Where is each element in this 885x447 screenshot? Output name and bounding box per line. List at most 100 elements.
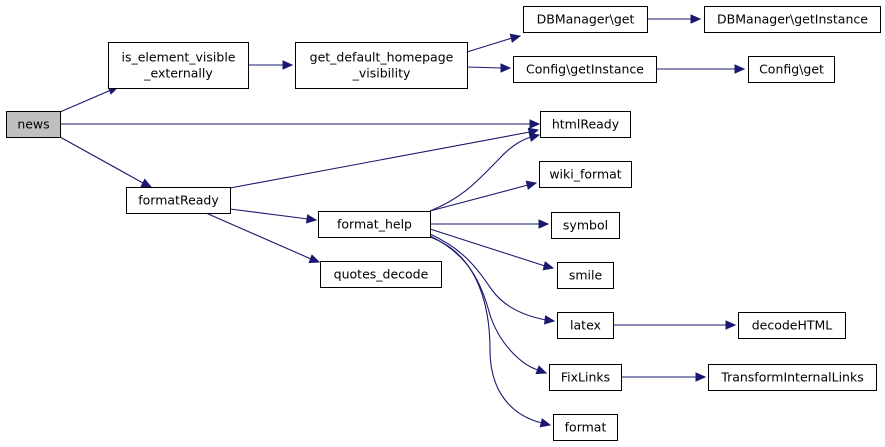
- edge-line: [466, 37, 513, 53]
- edge-line: [229, 208, 309, 220]
- node-box: [6, 111, 61, 138]
- node-fixlinks[interactable]: FixLinks: [549, 364, 622, 391]
- node-label: DBManager\get: [537, 12, 635, 27]
- node-box: [748, 56, 835, 83]
- node-box: [320, 261, 442, 288]
- arrowhead: [535, 365, 548, 375]
- node-label: get_default_homepage: [310, 50, 454, 65]
- edge-line: [429, 136, 532, 212]
- node-box: [557, 262, 614, 289]
- arrowhead: [528, 132, 541, 142]
- node-label: latex: [570, 318, 601, 333]
- node-box: [708, 364, 877, 391]
- arrowhead: [539, 418, 552, 428]
- edge-news-to-formatready: [59, 136, 153, 188]
- node-is-element-visible-externally[interactable]: is_element_visible_externally: [108, 42, 249, 89]
- node-dbmanager-getinstance[interactable]: DBManager\getInstance: [704, 6, 881, 33]
- edge-config_getinstance-to-config_get: [656, 64, 746, 74]
- edges-layer: [59, 14, 746, 428]
- node-config-get[interactable]: Config\get: [748, 56, 835, 83]
- arrowhead: [695, 372, 707, 382]
- arrowhead: [140, 178, 153, 188]
- node-wiki-format[interactable]: wiki_format: [539, 161, 632, 188]
- edge-news-to-is_element_visible_externally: [59, 85, 120, 113]
- node-htmlready[interactable]: htmlReady: [540, 111, 631, 138]
- node-format[interactable]: format: [553, 414, 618, 441]
- edge-format_help-to-fixlinks: [429, 235, 548, 375]
- node-dbmanager-get[interactable]: DBManager\get: [523, 6, 648, 33]
- edge-get_default_homepage_visibility-to-dbmanager_get: [466, 33, 522, 53]
- edge-line: [59, 136, 144, 184]
- node-box: [295, 42, 468, 89]
- arrowhead: [725, 320, 737, 330]
- node-label: Config\get: [759, 62, 824, 77]
- arrowhead: [525, 180, 538, 190]
- arrowhead: [542, 261, 555, 271]
- node-transforminternallinks[interactable]: TransformInternalLinks: [708, 364, 877, 391]
- nodes-layer: news is_element_visible_externally get_def…: [6, 6, 881, 441]
- edge-fixlinks-to-transforminternallinks: [621, 372, 707, 382]
- edge-format_help-to-latex: [429, 233, 556, 325]
- edge-format_help-to-htmlready: [429, 132, 541, 212]
- node-label: format_help: [337, 217, 412, 232]
- node-label: _visibility: [352, 66, 411, 81]
- edge-dbmanager_get-to-dbmanager_getinstance: [647, 14, 702, 24]
- node-get-default-homepage-visibility[interactable]: get_default_homepage_visibility: [295, 42, 468, 89]
- node-label: DBManager\getInstance: [717, 12, 868, 27]
- arrowhead: [690, 14, 702, 24]
- arrowhead: [282, 60, 294, 70]
- arrowhead: [734, 64, 746, 74]
- edge-line: [429, 233, 547, 321]
- arrowhead: [529, 119, 541, 129]
- node-latex[interactable]: latex: [557, 312, 614, 339]
- arrowhead: [308, 254, 321, 264]
- edge-format_help-to-symbol: [430, 219, 550, 229]
- edge-latex-to-decodehtml: [613, 320, 737, 330]
- edge-line: [429, 184, 529, 212]
- edge-format_help-to-wiki_format: [429, 180, 538, 212]
- edge-formatready-to-format_help: [229, 208, 318, 224]
- arrowhead: [543, 315, 556, 325]
- node-label: formatReady: [138, 193, 219, 208]
- node-label: symbol: [563, 218, 608, 233]
- node-label: news: [17, 117, 49, 132]
- edge-line: [429, 228, 546, 267]
- node-box: [539, 161, 632, 188]
- edge-formatready-to-quotes_decode: [205, 212, 321, 264]
- node-quotes-decode[interactable]: quotes_decode: [320, 261, 442, 288]
- node-box: [523, 6, 648, 33]
- node-label: format: [565, 420, 607, 435]
- node-box: [557, 312, 614, 339]
- node-symbol[interactable]: symbol: [551, 212, 620, 239]
- node-box: [553, 414, 618, 441]
- arrowhead: [509, 33, 522, 43]
- node-label: smile: [569, 268, 603, 283]
- node-label: htmlReady: [552, 117, 620, 132]
- node-label: TransformInternalLinks: [720, 370, 863, 385]
- node-decodehtml[interactable]: decodeHTML: [738, 312, 846, 339]
- node-format-help[interactable]: format_help: [318, 211, 431, 238]
- edge-line: [429, 235, 539, 371]
- edge-formatready-to-htmlready: [229, 127, 540, 189]
- edge-format_help-to-format: [429, 236, 552, 428]
- node-box: [551, 212, 620, 239]
- node-box: [738, 312, 846, 339]
- edge-line: [466, 66, 503, 69]
- node-label: quotes_decode: [334, 267, 429, 282]
- node-box: [540, 111, 631, 138]
- edge-format_help-to-smile: [429, 228, 555, 271]
- arrowhead: [500, 63, 512, 73]
- edge-news-to-htmlready: [60, 119, 541, 129]
- edge-get_default_homepage_visibility-to-config_getinstance: [466, 63, 512, 73]
- node-config-getinstance[interactable]: Config\getInstance: [513, 56, 657, 83]
- node-label: FixLinks: [561, 370, 610, 385]
- node-box: [513, 56, 657, 83]
- node-label: is_element_visible: [122, 50, 236, 65]
- node-formatready[interactable]: formatReady: [126, 187, 231, 214]
- node-label: decodeHTML: [752, 318, 833, 333]
- node-news[interactable]: news: [6, 111, 61, 138]
- edge-line: [229, 131, 531, 189]
- node-smile[interactable]: smile: [557, 262, 614, 289]
- node-box: [704, 6, 881, 33]
